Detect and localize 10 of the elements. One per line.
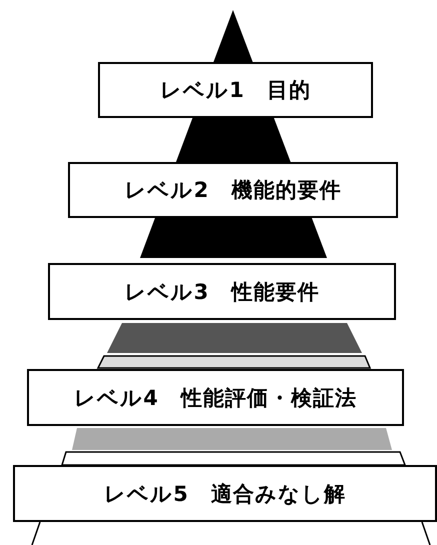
level-box — [27, 369, 404, 426]
level-box — [68, 162, 398, 218]
level-label: レベル5 適合みなし解 — [104, 480, 346, 508]
level-label: レベル3 性能要件 — [124, 278, 320, 306]
level-box — [13, 465, 437, 522]
level-box — [48, 263, 396, 320]
level-label: レベル2 機能的要件 — [124, 177, 342, 204]
level-label: レベル4 性能評価・検証法 — [74, 384, 357, 412]
level-box — [98, 62, 373, 118]
level-label: レベル1 目的 — [160, 77, 311, 104]
